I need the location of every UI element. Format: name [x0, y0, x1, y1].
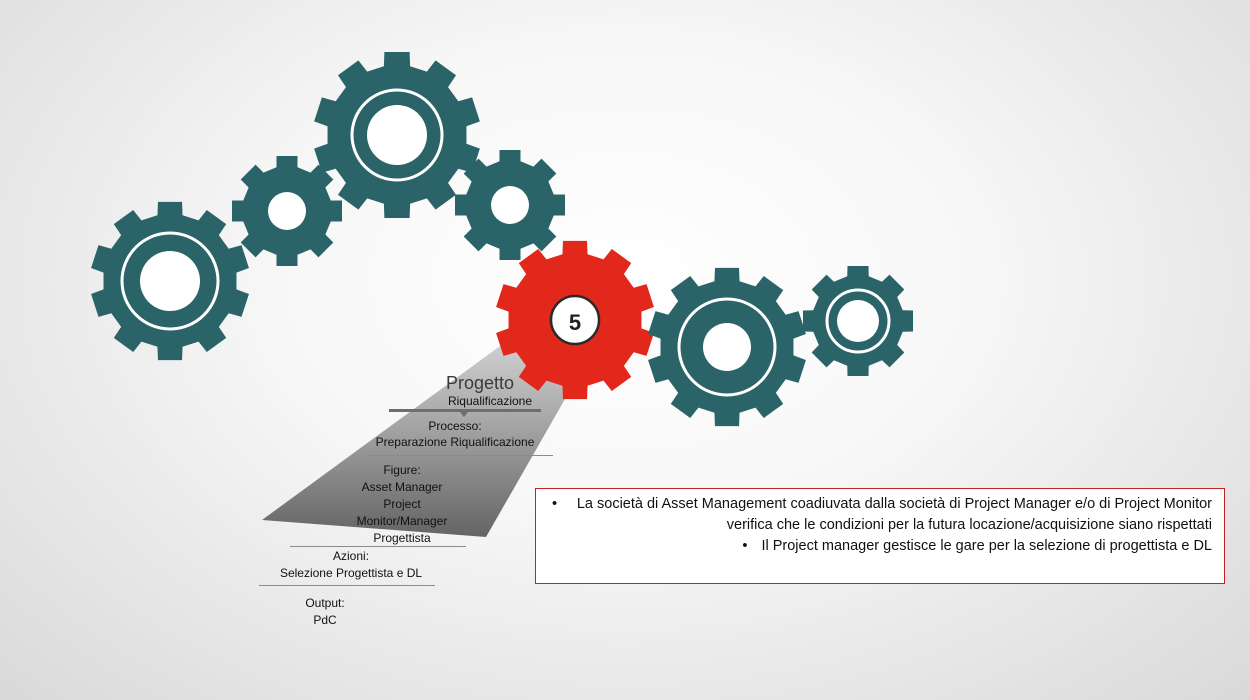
- processo-divider: [367, 455, 553, 456]
- panel-title: Progetto: [445, 373, 515, 393]
- figure-divider: [290, 546, 466, 547]
- gear-highlight-step-icon: [496, 240, 654, 400]
- azioni-label: Azioni:: [332, 549, 370, 563]
- gear-left-large-icon: [91, 201, 249, 361]
- output-value: PdC: [313, 613, 337, 627]
- output-label: Output:: [305, 596, 345, 610]
- info-bullet-project-manager: Il Project manager gestisce le gare per …: [552, 536, 1212, 557]
- processo-label: Processo:: [428, 419, 482, 433]
- subtitle-divider: [389, 409, 541, 412]
- info-bullet-asset-management: La società di Asset Management coadiuvat…: [552, 494, 1212, 536]
- figure-value-monitor-manager: Monitor/Manager: [356, 514, 448, 528]
- projection-beam: [262, 330, 600, 537]
- figure-value-progettista: Progettista: [373, 531, 431, 545]
- info-box: La società di Asset Management coadiuvat…: [535, 488, 1225, 584]
- step-number-label: 5: [569, 310, 581, 335]
- gear-right-large-icon: [648, 267, 806, 427]
- gear-top-large-icon: [314, 51, 480, 219]
- azioni-value: Selezione Progettista e DL: [279, 566, 423, 580]
- gear-left-small-icon: [231, 155, 343, 267]
- processo-value: Preparazione Riqualificazione: [375, 435, 535, 449]
- figure-value-asset-manager: Asset Manager: [361, 480, 443, 494]
- gear-top-right-small-icon: [454, 149, 566, 261]
- azioni-divider: [259, 585, 435, 586]
- figure-value-project: Project: [383, 497, 421, 511]
- gear-right-small-icon: [802, 265, 914, 377]
- panel-subtitle: Riqualificazione: [447, 394, 533, 408]
- figure-label: Figure:: [383, 463, 421, 477]
- divider-arrow: [460, 412, 468, 417]
